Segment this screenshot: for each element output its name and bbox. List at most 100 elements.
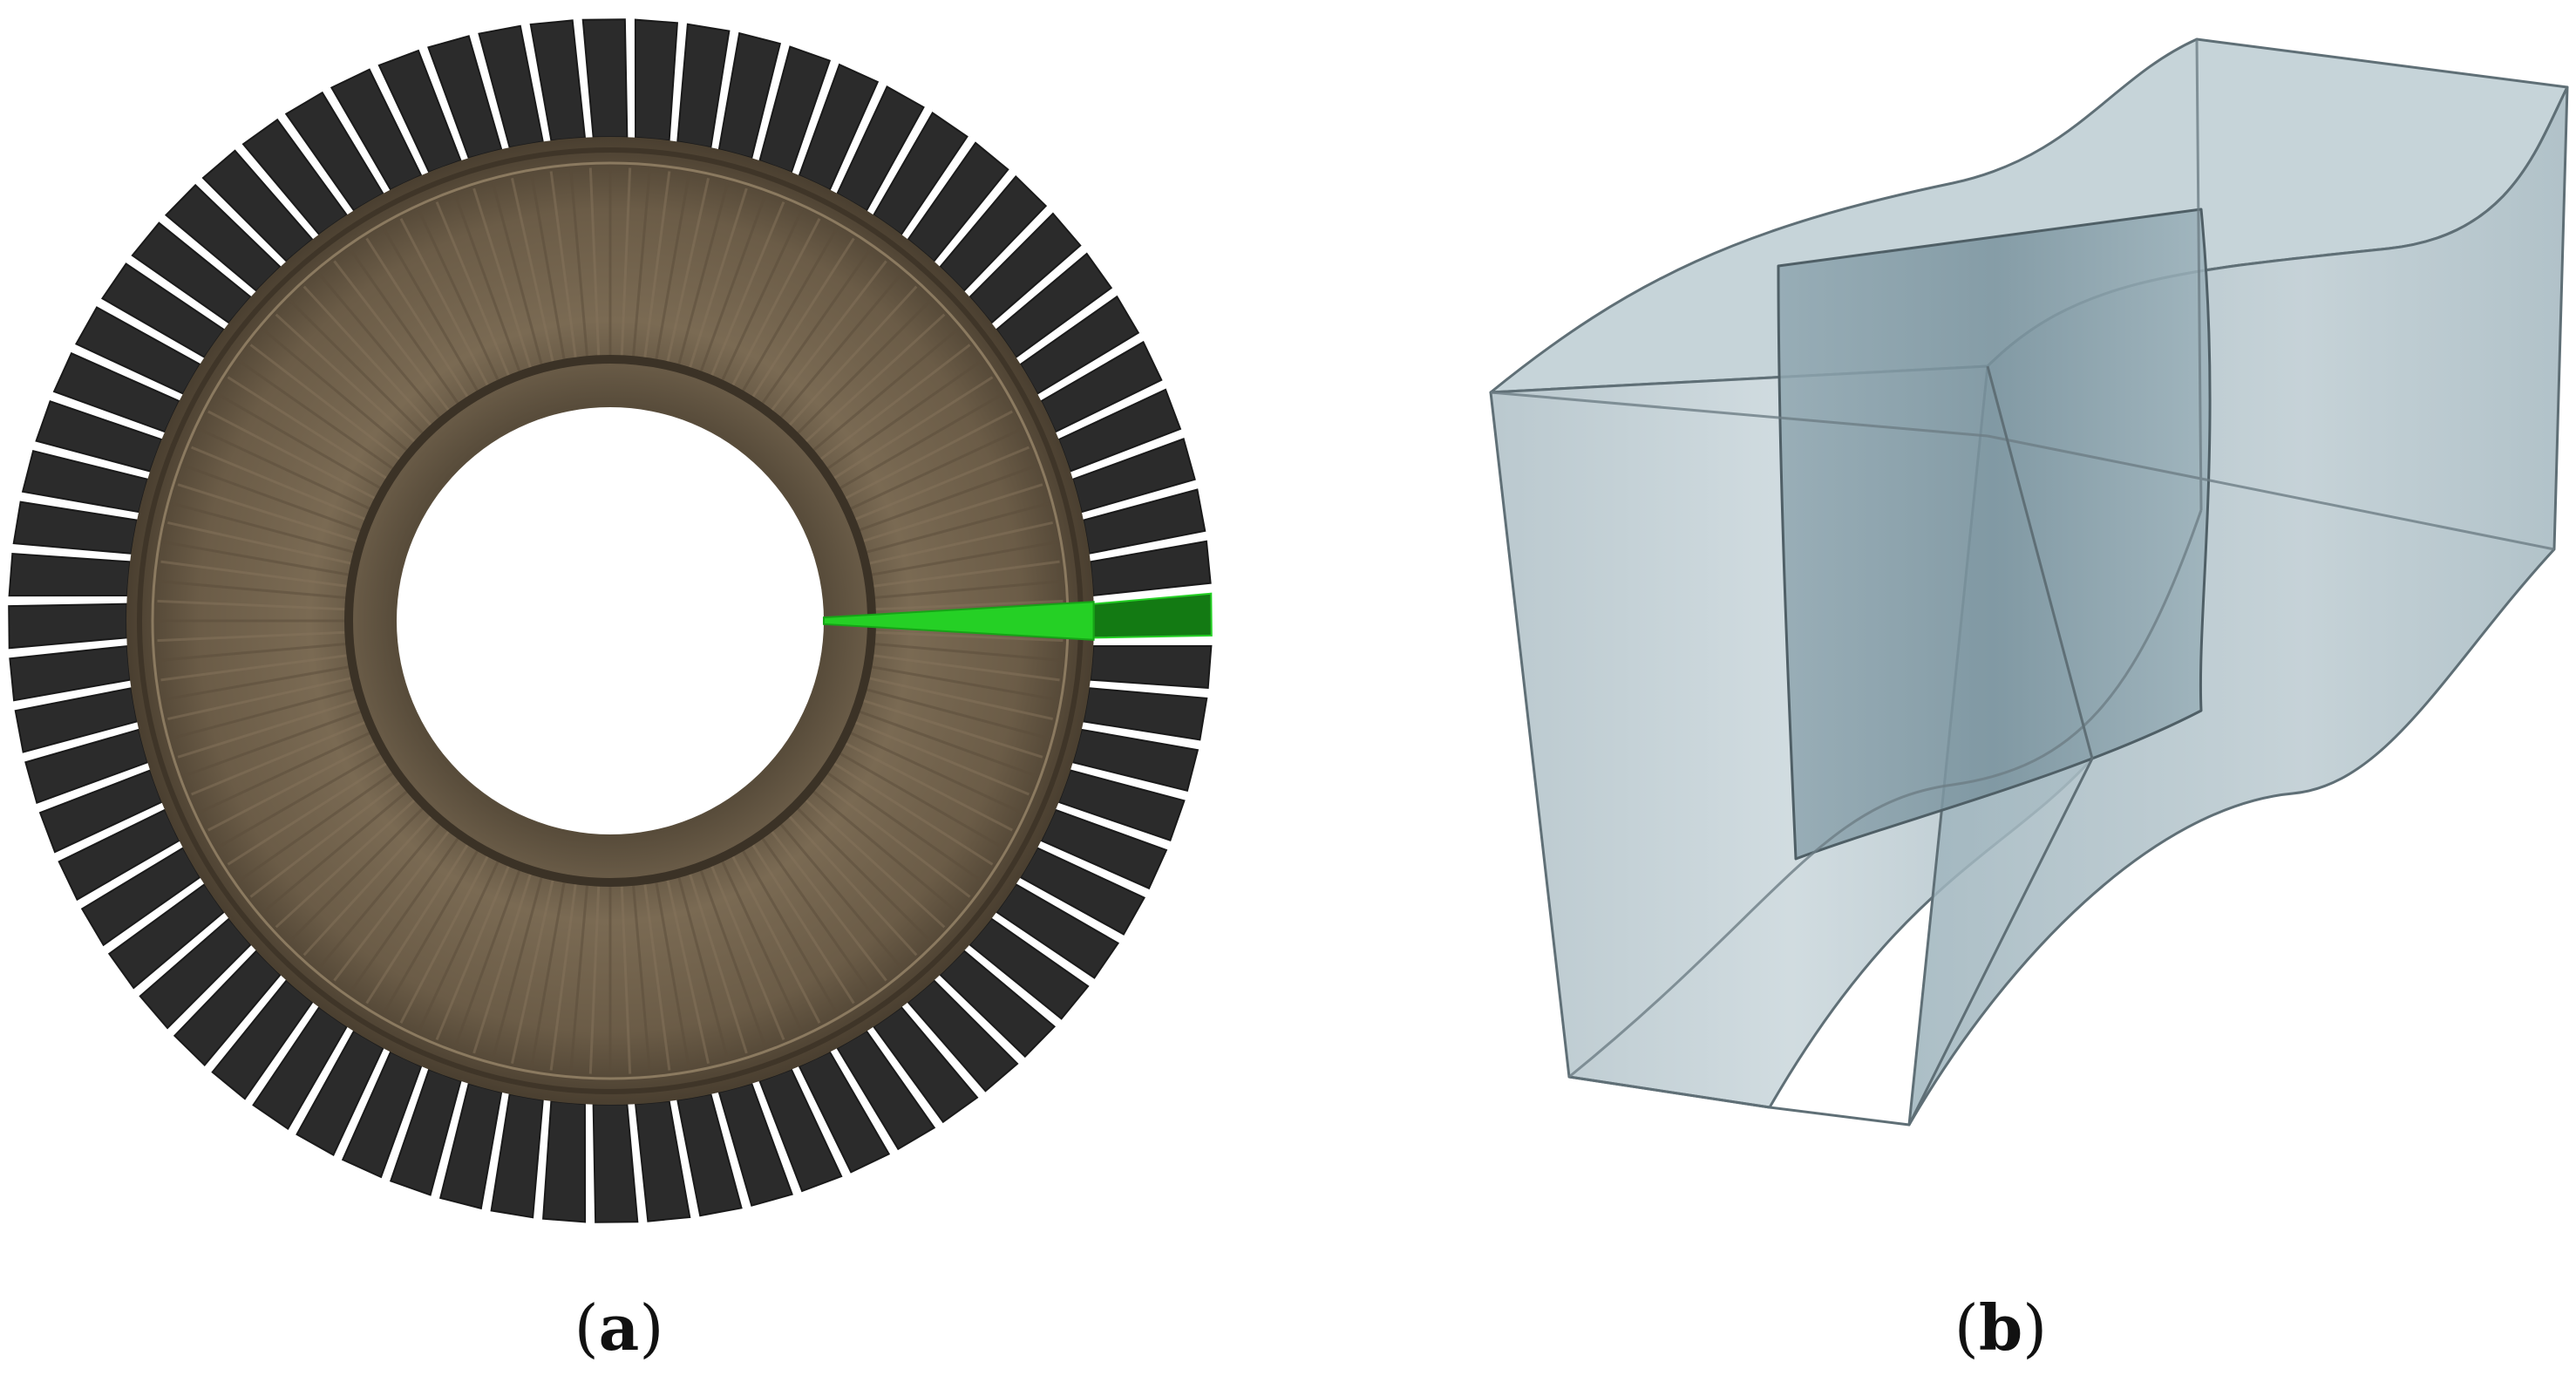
hub-spoke-line [157, 630, 350, 643]
hub-spoke-line [160, 560, 351, 589]
hub-spoke-line [569, 168, 589, 361]
panel-a [0, 0, 1247, 1256]
hub-spoke-line [869, 653, 1060, 682]
hub-spoke-line [510, 875, 555, 1064]
hub-spoke-line [365, 237, 472, 401]
highlighted-sector-shape [822, 601, 1095, 641]
hub-spoke-line [676, 182, 730, 369]
hub-spoke-line [399, 852, 491, 1024]
hub-spoke-line [698, 194, 767, 376]
hub-spoke-line [177, 698, 362, 759]
hub-spoke-line [865, 676, 1053, 721]
hub-spoke-line [846, 427, 1022, 512]
hub-spoke-line [730, 852, 821, 1024]
domain-front-edge [1907, 365, 2094, 1126]
hub-spoke-line [167, 676, 356, 721]
stator-blade [542, 1100, 587, 1223]
hub-spoke-line [620, 882, 632, 1074]
hub-spoke-line [846, 730, 1022, 814]
hub-spoke-line [199, 730, 374, 814]
hub-spoke-line [841, 740, 1013, 832]
hub-spoke-line [172, 501, 358, 555]
hub-spoke-line [631, 168, 651, 361]
hub-spoke-line [191, 446, 370, 522]
turbine-ring-diagram [8, 18, 1213, 1223]
hub-spoke-line [836, 750, 1004, 849]
hub-spoke-line [530, 878, 567, 1068]
hub-spoke-line [472, 869, 534, 1054]
center-bore [397, 407, 824, 834]
hub-spoke-line [851, 719, 1030, 796]
hub-spoke-line [227, 759, 391, 866]
hub-spoke-line [739, 847, 839, 1015]
hub-spoke-line [289, 299, 426, 437]
stator-blade [490, 1093, 544, 1219]
hub-spoke-line [676, 873, 730, 1059]
hub-spoke-line [802, 796, 946, 929]
hub-spoke-line [841, 410, 1013, 501]
hub-spoke-line [160, 653, 351, 682]
hub-spoke-line [302, 813, 435, 957]
hub-spoke-line [665, 178, 710, 366]
label-panel-b: (b) [1954, 1290, 2048, 1365]
hub-spoke-line [302, 285, 435, 429]
hub-spoke-line [167, 521, 356, 566]
hub-spoke-line [642, 880, 671, 1071]
hub-spoke-line [823, 769, 982, 882]
label-panel-a: (a) [574, 1290, 664, 1365]
hub-spoke-line [709, 201, 785, 380]
hub-spoke-line [491, 182, 544, 369]
hub-spoke-line [510, 178, 555, 366]
hub-spoke-line [453, 866, 522, 1048]
hub-spoke-line [830, 759, 994, 866]
hub-spokes [157, 167, 1064, 1074]
hub-spoke-line [349, 249, 462, 408]
hub-spoke-line [758, 834, 872, 993]
hub-spoke-line [588, 167, 601, 360]
stator-blade [1089, 644, 1213, 689]
hub-spoke-line [809, 787, 959, 914]
hub-spoke-line [453, 194, 522, 376]
hub-spoke-line [275, 796, 418, 929]
hub-spoke-line [472, 187, 534, 372]
stator-blade [634, 18, 678, 142]
hub-spoke-line [642, 171, 671, 362]
hub-spoke-line [785, 285, 918, 429]
hub-spoke-line [709, 861, 785, 1040]
hub-spoke-line [785, 813, 918, 957]
hub-spoke-line [183, 464, 365, 533]
hub-spoke-line [871, 630, 1064, 643]
hub-spoke-line [158, 642, 350, 662]
hub-spoke-line [620, 167, 632, 360]
highlighted-blade [1092, 592, 1213, 639]
hub-spoke-line [777, 272, 903, 422]
hub-spoke-line [777, 820, 903, 970]
hub-spoke-line [809, 328, 959, 454]
hub-spoke-line [238, 359, 398, 473]
hub-spoke-line [238, 769, 398, 882]
hub-spoke-line [417, 209, 501, 385]
hub-spoke-line [349, 834, 462, 993]
hub-spoke-line [172, 687, 358, 740]
hub-spoke-line [749, 237, 855, 401]
hub-spoke-line [862, 687, 1049, 740]
hub-spoke-line [207, 740, 379, 832]
hub-spoke-line [491, 873, 544, 1059]
hub-spoke-line [333, 260, 452, 414]
hub-spoke-line [865, 521, 1053, 566]
hub-spoke-line [163, 664, 353, 701]
hub-spoke-line [382, 227, 481, 395]
stator-blade [8, 553, 132, 597]
hub-spoke-line [157, 599, 350, 611]
hub-spoke-line [836, 392, 1004, 492]
hub-spoke-line [333, 827, 452, 982]
stator-blade [8, 603, 128, 650]
hub-spoke-line [317, 272, 444, 422]
hub-spoke-line [687, 187, 748, 372]
hub-spoke-line [177, 483, 362, 544]
hub-spoke-line [365, 841, 472, 1004]
hub-spoke-line [654, 174, 690, 364]
hub-spoke-line [654, 878, 690, 1068]
hub-spoke-line [249, 779, 404, 898]
hub-spoke-line [859, 483, 1043, 544]
